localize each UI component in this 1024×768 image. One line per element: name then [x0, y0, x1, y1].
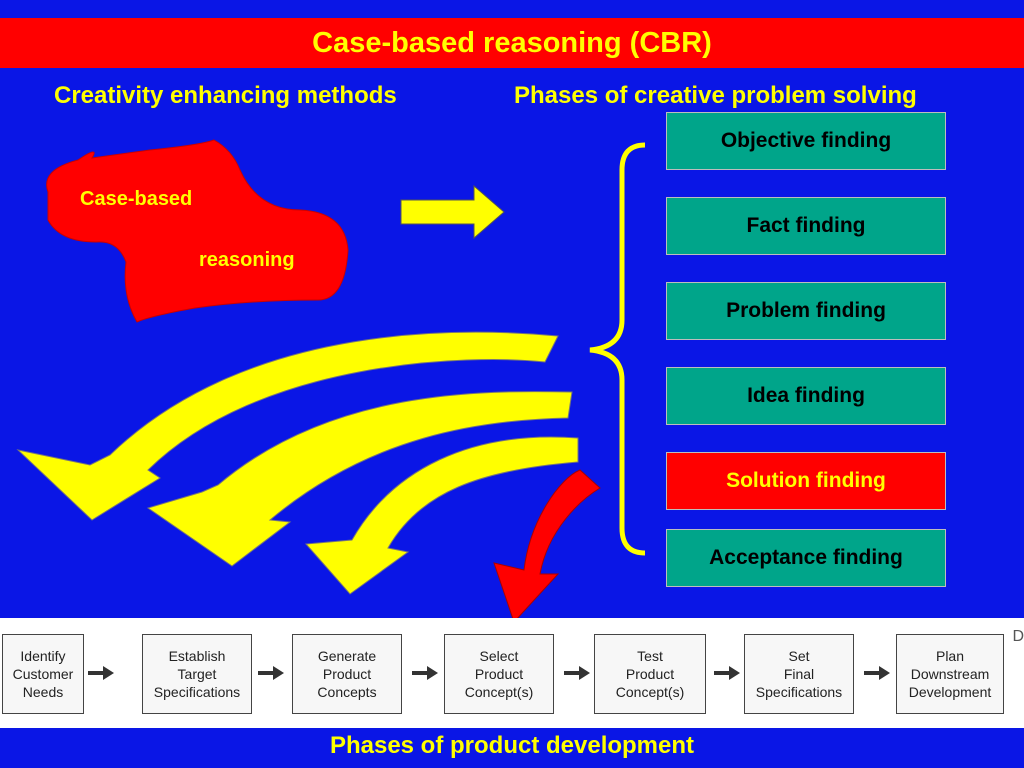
- step-arrow-icon: [412, 666, 438, 680]
- subheading-creative-phases: Phases of creative problem solving: [514, 82, 917, 109]
- subheading-creativity-methods: Creativity enhancing methods: [54, 82, 397, 109]
- step-generate-product-concepts: Generate Product Concepts: [292, 634, 402, 714]
- phase-acceptance-finding: Acceptance finding: [666, 529, 946, 587]
- step-plan-downstream-development: Plan Downstream Development: [896, 634, 1004, 714]
- title-bar: Case-based reasoning (CBR): [0, 18, 1024, 68]
- page-title: Case-based reasoning (CBR): [312, 26, 712, 59]
- product-development-label: Phases of product development: [329, 732, 695, 759]
- step-arrow-icon: [258, 666, 284, 680]
- curved-arrow-icon: [493, 469, 601, 623]
- phase-fact-finding: Fact finding: [666, 197, 946, 255]
- step-identify-customer-needs: Identify Customer Needs: [2, 634, 84, 714]
- cbr-label-line2: reasoning: [199, 249, 295, 271]
- strip-edge-text: D: [1012, 628, 1024, 645]
- step-arrow-icon: [864, 666, 890, 680]
- phase-objective-finding: Objective finding: [666, 112, 946, 170]
- right-arrow-icon: [400, 184, 505, 240]
- phase-problem-finding: Problem finding: [666, 282, 946, 340]
- step-establish-target-specifications: Establish Target Specifications: [142, 634, 252, 714]
- curved-arrow-icon: [16, 331, 559, 521]
- curly-brace: [589, 142, 646, 556]
- step-select-product-concepts: Select Product Concept(s): [444, 634, 554, 714]
- step-arrow-icon: [88, 666, 114, 680]
- step-arrow-icon: [564, 666, 590, 680]
- curved-arrow-icon: [146, 391, 573, 567]
- product-development-strip: Identify Customer Needs Establish Target…: [0, 618, 1024, 728]
- curved-arrow-icon: [304, 436, 579, 595]
- step-set-final-specifications: Set Final Specifications: [744, 634, 854, 714]
- cbr-label-line1: Case-based: [80, 188, 193, 210]
- phase-solution-finding: Solution finding: [666, 452, 946, 510]
- step-arrow-icon: [714, 666, 740, 680]
- cbr-blob-shape: [46, 139, 349, 323]
- step-test-product-concepts: Test Product Concept(s): [594, 634, 706, 714]
- phase-idea-finding: Idea finding: [666, 367, 946, 425]
